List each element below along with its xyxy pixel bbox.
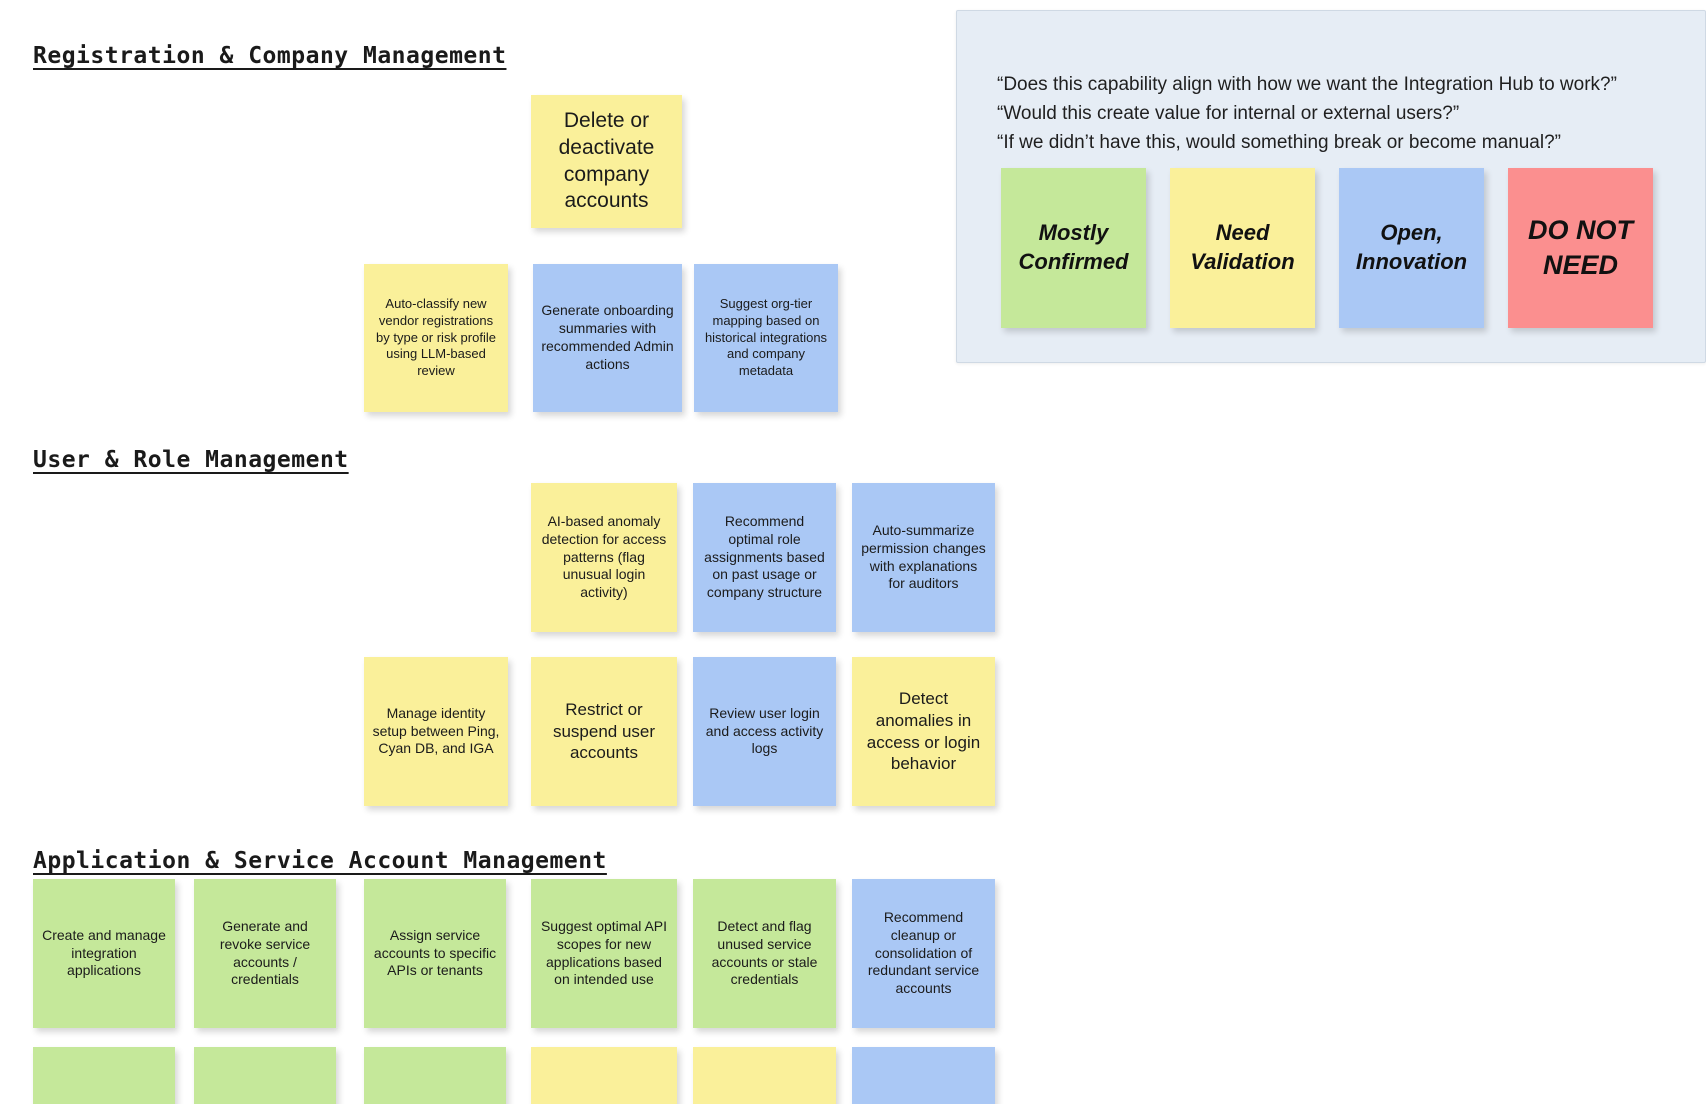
legend-card-label: DO NOT NEED: [1528, 214, 1633, 280]
section-title-registration: Registration & Company Management: [33, 43, 507, 69]
sticky-note[interactable]: Auto-classify new vendor registrations b…: [364, 264, 508, 412]
sticky-note[interactable]: Create and manage integration applicatio…: [33, 879, 175, 1028]
sticky-note-text: Delete or deactivate company accounts: [558, 108, 655, 213]
sticky-note-text: Recommend optimal role assignments based…: [704, 512, 825, 601]
sticky-note[interactable]: Auto-summarize permission changes with e…: [852, 483, 995, 632]
sticky-note[interactable]: [693, 1047, 836, 1104]
legend-cards: Mostly Confirmed Need Validation Open, I…: [1001, 168, 1653, 328]
sticky-note-text: Auto-classify new vendor registrations b…: [376, 296, 496, 378]
sticky-note[interactable]: Suggest org-tier mapping based on histor…: [694, 264, 838, 412]
sticky-note[interactable]: Generate and revoke service accounts / c…: [194, 879, 336, 1028]
sticky-note[interactable]: Auto-generate: [852, 1047, 995, 1104]
legend-panel: “Does this capability align with how we …: [956, 10, 1706, 363]
sticky-note[interactable]: Detect anomalies in access or login beha…: [852, 657, 995, 806]
sticky-note[interactable]: Assign scopes: [364, 1047, 506, 1104]
sticky-note-text: Detect and flag unused service accounts …: [711, 917, 818, 988]
sticky-note-text: Generate and revoke service accounts / c…: [219, 917, 311, 988]
sticky-note-text: Suggest optimal API scopes for new appli…: [540, 917, 668, 988]
sticky-note[interactable]: Review user login and access activity lo…: [693, 657, 836, 806]
legend-card-need-validation[interactable]: Need Validation: [1170, 168, 1315, 328]
sticky-note-text: AI-based anomaly detection for access pa…: [541, 512, 667, 601]
legend-card-label: Need Validation: [1190, 220, 1295, 274]
sticky-note[interactable]: Restrict or suspend user accounts: [531, 657, 677, 806]
legend-question: “Does this capability align with how we …: [997, 74, 1617, 95]
legend-question: “If we didn’t have this, would something…: [997, 131, 1561, 153]
section-title-user-role: User & Role Management: [33, 447, 349, 473]
legend-question: “Would this create value for internal or…: [997, 102, 1460, 124]
sticky-note-text: Manage identity setup between Ping, Cyan…: [372, 704, 500, 757]
sticky-note-text: Suggest org-tier mapping based on histor…: [704, 296, 828, 378]
sticky-note[interactable]: Link service: [194, 1047, 336, 1104]
sticky-note[interactable]: Detect and flag unused service accounts …: [693, 879, 836, 1028]
sticky-note[interactable]: Manage identity setup between Ping, Cyan…: [364, 657, 508, 806]
sticky-note-text: Generate onboarding summaries with recom…: [541, 302, 674, 372]
legend-questions: “Does this capability align with how we …: [997, 71, 1687, 158]
legend-card-label: Mostly Confirmed: [1018, 220, 1129, 274]
sticky-note[interactable]: Delete or deactivate company accounts: [531, 95, 682, 228]
sticky-note[interactable]: Suggest optimal API scopes for new appli…: [531, 879, 677, 1028]
sticky-note-text: Auto-summarize permission changes with e…: [861, 521, 986, 592]
sticky-note-text: Assign service accounts to specific APIs…: [373, 926, 497, 979]
legend-card-open-innovation[interactable]: Open, Innovation: [1339, 168, 1484, 328]
sticky-note[interactable]: Generate onboarding summaries with recom…: [533, 264, 682, 412]
legend-card-mostly-confirmed[interactable]: Mostly Confirmed: [1001, 168, 1146, 328]
sticky-note[interactable]: Assign service accounts to specific APIs…: [364, 879, 506, 1028]
sticky-note[interactable]: Recommend optimal role assignments based…: [693, 483, 836, 632]
sticky-note-text: Review user login and access activity lo…: [705, 704, 824, 757]
sticky-note[interactable]: Recommend cleanup or consolidation of re…: [852, 879, 995, 1028]
legend-card-do-not-need[interactable]: DO NOT NEED: [1508, 168, 1653, 328]
sticky-note-text: Detect anomalies in access or login beha…: [866, 689, 981, 774]
sticky-note[interactable]: [531, 1047, 677, 1104]
legend-card-label: Open, Innovation: [1355, 220, 1468, 274]
sticky-note[interactable]: Manage API: [33, 1047, 175, 1104]
sticky-note[interactable]: AI-based anomaly detection for access pa…: [531, 483, 677, 632]
sticky-note-text: Create and manage integration applicatio…: [42, 926, 166, 979]
sticky-note-text: Restrict or suspend user accounts: [552, 699, 656, 763]
sticky-note-text: Recommend cleanup or consolidation of re…: [867, 908, 980, 997]
section-title-application-service: Application & Service Account Management: [33, 848, 607, 874]
